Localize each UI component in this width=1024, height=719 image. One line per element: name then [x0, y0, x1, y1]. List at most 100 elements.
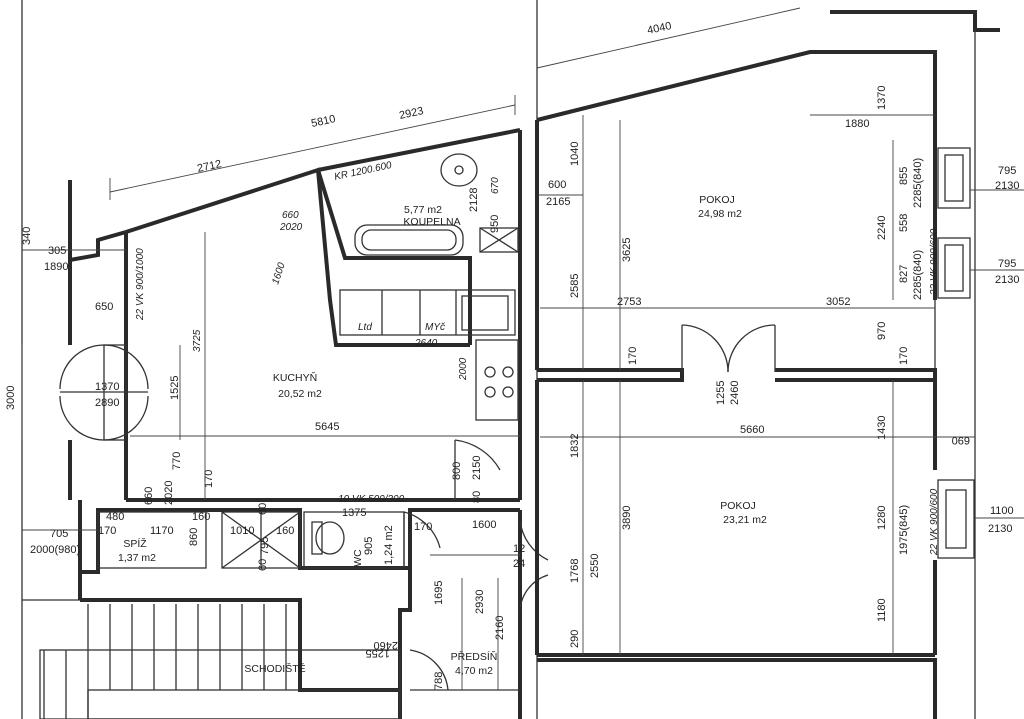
staircase [39, 598, 401, 719]
dim-2150: 2150 [471, 456, 483, 480]
dim-2020-b: 2020 [279, 222, 303, 233]
bathroom-name: KOUPELNA [403, 216, 460, 228]
dim-3725: 3725 [192, 329, 203, 352]
dim-12: 12 [513, 543, 525, 555]
dim-2020: 2020 [163, 481, 175, 505]
bathroom-area: 5,77 m2 [404, 204, 442, 216]
dim-5660: 5660 [740, 424, 764, 436]
dim-660: 660 [143, 487, 155, 505]
dim-2285-a: 2285(840) [912, 158, 924, 208]
dim-2000: 2000(980) [30, 544, 80, 556]
stairs-name: SCHODIŠTĚ [244, 662, 305, 675]
wc-door [403, 511, 441, 566]
dim-1525: 1525 [169, 376, 181, 400]
bathtub [354, 224, 464, 256]
dim-1695: 1695 [433, 581, 445, 605]
kitchen-name: KUCHYŇ [273, 371, 317, 384]
dim-3625: 3625 [621, 238, 633, 262]
dim-160-a: 160 [192, 511, 210, 523]
right-rooms-walls [535, 10, 1000, 719]
dim-1180: 1180 [876, 598, 888, 622]
dim-1370-b: 1370 [95, 381, 119, 393]
kitchen-counter [339, 289, 519, 421]
dim-1975: 1975(845) [898, 505, 910, 555]
dim-670: 670 [490, 177, 501, 194]
dim-660-b: 660 [282, 210, 299, 221]
pantry-area: 1,37 m2 [118, 552, 156, 564]
washbasin [440, 153, 478, 187]
room2-name: POKOJ [720, 500, 756, 512]
dim-827: 827 [898, 265, 910, 283]
dim-60-b: 60 [257, 559, 269, 571]
dim-80: 80 [471, 491, 483, 503]
dim-1430: 1430 [876, 416, 888, 440]
dim-1255: 1255 [715, 381, 727, 405]
note-mf: MYč [425, 322, 445, 333]
dim-1010: 1010 [230, 525, 254, 537]
dim-1370-top: 1370 [876, 86, 888, 110]
dim-855: 855 [898, 167, 910, 185]
dim-905: 905 [363, 537, 375, 555]
shower-box [479, 227, 519, 253]
hall-name: PŘEDSÍŇ [451, 650, 498, 663]
dim-2753: 2753 [617, 296, 641, 308]
left-window-doors [59, 344, 149, 441]
dim-170-d: 170 [98, 525, 116, 537]
dim-2130-b: 2130 [995, 274, 1019, 286]
hall-area: 4,70 m2 [455, 665, 493, 677]
toilet [311, 521, 345, 555]
dim-5810: 5810 [310, 113, 336, 130]
kitchen-door [454, 439, 501, 500]
dim-1255-b: 1255 [366, 647, 390, 659]
kitchen-area: 20,52 m2 [278, 388, 322, 400]
dim-1280: 1280 [876, 506, 888, 530]
double-door [681, 324, 776, 373]
dim-3890: 3890 [621, 506, 633, 530]
dim-1768: 1768 [569, 559, 581, 583]
bottom-wall [537, 658, 937, 719]
dim-2165: 2165 [546, 196, 570, 208]
dim-3052: 3052 [826, 296, 850, 308]
dim-970: 970 [876, 322, 888, 340]
dim-860: 860 [188, 528, 200, 546]
dim-170-c: 170 [203, 470, 215, 488]
dim-795-c: 795 [259, 537, 271, 555]
dim-2890: 2890 [95, 397, 119, 409]
dim-705: 705 [50, 528, 68, 540]
dim-170-b: 170 [898, 347, 910, 365]
dimension-lines [21, 7, 975, 690]
dim-170-e: 170 [414, 521, 432, 533]
dim-2460-b: 2460 [374, 639, 398, 651]
dim-305: 305 [48, 245, 66, 257]
dim-160-b: 160 [276, 525, 294, 537]
note-vk5: 22 VK 900/600 [929, 228, 940, 296]
dim-5645: 5645 [315, 421, 339, 433]
dim-340: 340 [21, 227, 33, 245]
dim-2160: 2160 [494, 616, 506, 640]
pantry-name: SPÍŽ [123, 537, 147, 550]
dim-4040: 4040 [646, 20, 672, 37]
dim-1100: 1100 [990, 505, 1014, 517]
dim-1040: 1040 [569, 142, 581, 166]
service-strip-walls [78, 500, 520, 600]
dim-2285-b: 2285(840) [912, 250, 924, 300]
dim-795-a: 795 [998, 165, 1016, 177]
dim-788: 788 [433, 672, 445, 690]
dim-480: 480 [106, 511, 124, 523]
dim-24: 24 [513, 558, 525, 570]
dim-2585: 2585 [569, 274, 581, 298]
dim-1600-b: 1600 [270, 261, 287, 286]
dim-2000-b: 2000 [458, 357, 469, 381]
dim-1600: 1600 [472, 519, 496, 531]
dim-2128: 2128 [468, 188, 480, 212]
wc-name: WC [352, 549, 364, 567]
dim-170-a: 170 [627, 347, 639, 365]
dim-950: 950 [489, 215, 501, 233]
dim-2460: 2460 [729, 381, 741, 405]
note-vk1: 22 VK 900/1000 [135, 248, 146, 321]
note-vk6: 22 VK 900/600 [929, 488, 940, 556]
dim-1170: 1170 [150, 525, 174, 537]
dim-2923: 2923 [398, 105, 424, 122]
dim-1375: 1375 [342, 507, 366, 519]
